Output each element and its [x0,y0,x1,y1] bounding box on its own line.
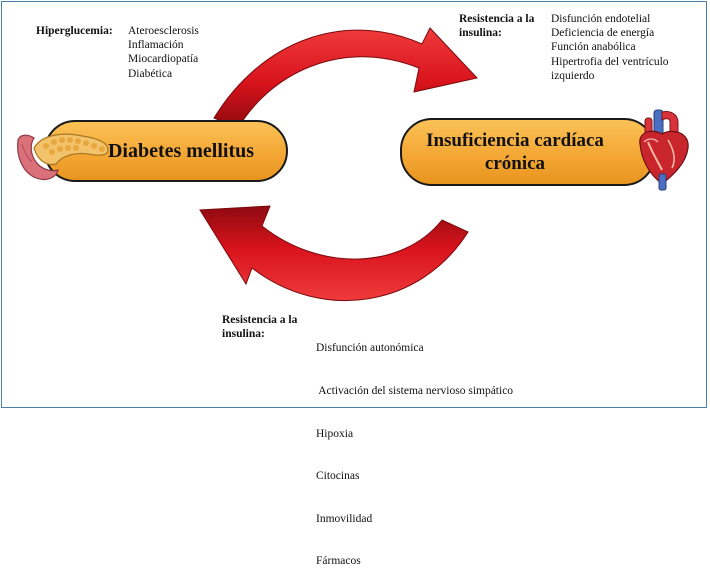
hyperglycemia-label: Hiperglucemia: [36,25,113,37]
hyperglycemia-list: Ateroesclerosis Inflamación Miocardiopat… [128,24,199,81]
label-line: insulina: [222,328,265,341]
list-item: Función anabólica [551,41,636,54]
insulin-resistance-label-top: Resistencia a la insulina: [459,12,534,40]
insulin-resistance-list-top: Disfunción endotelial Deficiencia de ene… [551,12,669,83]
list-item: Inflamación [128,39,184,52]
list-item: Ateroesclerosis [128,25,199,37]
list-item: Disfunción endotelial [551,13,651,25]
label-line: Resistencia a la [459,13,535,25]
list-item: Deficiencia de energía [551,27,655,40]
insulin-resistance-label-bottom: Resistencia a la insulina: [222,313,297,341]
list-item: Activación del sistema nervioso simpátic… [316,385,514,398]
diabetes-mellitus-box: Diabetes mellitus [44,120,288,182]
list-item: Disfunción autonómica [316,342,424,355]
list-item: Hipoxia [316,427,354,440]
list-item: Citocinas [316,470,360,483]
figure-frame [1,1,707,408]
list-item: Hipertrofia del ventrículo [551,55,669,68]
list-item: Fármacos [316,555,361,568]
insulin-resistance-list-bottom: Disfunción autonómica Activación del sis… [316,313,513,583]
heart-failure-box: Insuficiencia cardíaca crónica [400,118,656,186]
label-line: insulina: [459,27,502,40]
cycle-arrows [199,27,478,302]
list-item: Inmovilidad [316,512,373,525]
list-item: Miocardiopatía [128,53,199,66]
arrow-top [213,27,478,129]
arrow-bottom [199,205,469,302]
title-line: crónica [484,153,546,174]
diabetes-mellitus-title: Diabetes mellitus [107,139,255,162]
label-line: Resistencia a la [222,314,298,326]
pancreas-icon [17,133,109,181]
heart-icon [639,109,689,191]
heart-failure-title: Insuficiencia cardíaca crónica [426,129,630,175]
title-line: Insuficiencia cardíaca [426,130,604,151]
list-item: izquierdo [551,69,595,82]
list-item: Diabética [128,67,173,80]
